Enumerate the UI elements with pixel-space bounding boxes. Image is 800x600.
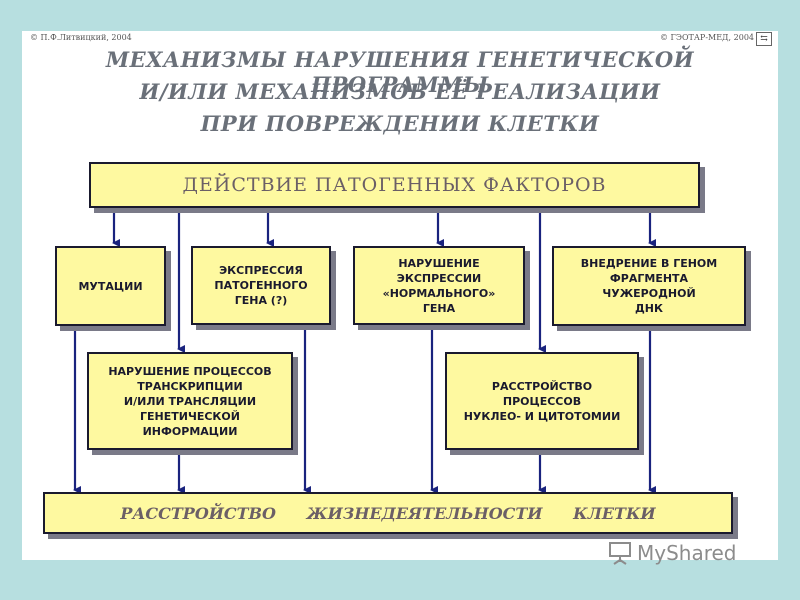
copyright-right: © ГЭОТАР-МЕД, 2004 bbox=[660, 33, 754, 42]
bottom-word-1: РАССТРОЙСТВО bbox=[120, 503, 276, 523]
nucleotomy-box: РАССТРОЙСТВО ПРОЦЕССОВ НУКЛЕО- И ЦИТОТОМ… bbox=[445, 352, 639, 450]
slide-nav-icon[interactable]: ⇆ bbox=[756, 32, 772, 46]
title-line-1: МЕХАНИЗМЫ НАРУШЕНИЯ ГЕНЕТИЧЕСКОЙ ПРОГРАМ… bbox=[105, 47, 695, 97]
bottom-word-2: ЖИЗНЕДЕЯТЕЛЬНОСТИ bbox=[306, 503, 543, 523]
cell-disorder-box: РАССТРОЙСТВО ЖИЗНЕДЕЯТЕЛЬНОСТИ КЛЕТКИ bbox=[43, 492, 733, 534]
pathogenic-gene-box: ЭКСПРЕССИЯ ПАТОГЕННОГО ГЕНА (?) bbox=[191, 246, 331, 325]
title-line-3: ПРИ ПОВРЕЖДЕНИИ КЛЕТКИ bbox=[200, 111, 600, 136]
title-line-2: И/ИЛИ МЕХАНИЗМОВ ЕЁ РЕАЛИЗАЦИИ bbox=[139, 79, 661, 104]
pathogenic-factors-box: ДЕЙСТВИЕ ПАТОГЕННЫХ ФАКТОРОВ bbox=[89, 162, 700, 208]
normal-gene-box: НАРУШЕНИЕ ЭКСПРЕССИИ «НОРМАЛЬНОГО» ГЕНА bbox=[353, 246, 525, 325]
bottom-word-3: КЛЕТКИ bbox=[573, 503, 656, 523]
watermark-text: MyShared bbox=[637, 541, 737, 565]
foreign-dna-box: ВНЕДРЕНИЕ В ГЕНОМ ФРАГМЕНТА ЧУЖЕРОДНОЙ Д… bbox=[552, 246, 746, 326]
watermark: MyShared bbox=[607, 538, 737, 568]
copyright-left: © П.Ф.Литвицкий, 2004 bbox=[30, 33, 132, 42]
transcription-box: НАРУШЕНИЕ ПРОЦЕССОВ ТРАНСКРИПЦИИ И/ИЛИ Т… bbox=[87, 352, 293, 450]
myshared-logo-icon bbox=[609, 542, 631, 565]
mutations-box: МУТАЦИИ bbox=[55, 246, 166, 326]
